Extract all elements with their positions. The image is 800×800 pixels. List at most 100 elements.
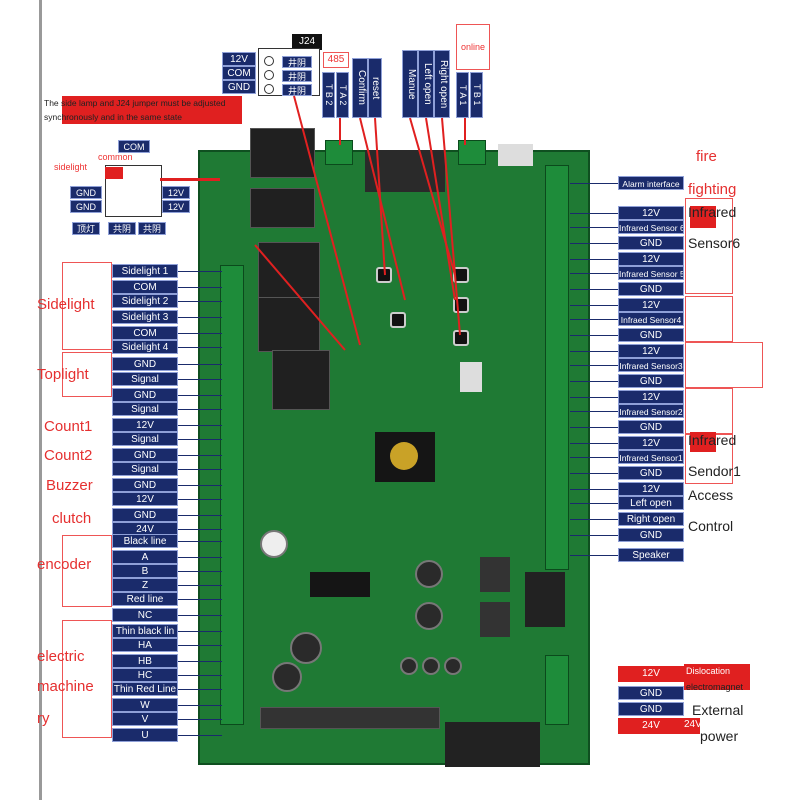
right-open-button <box>453 330 469 346</box>
left-pin-label: Thin black lin <box>112 624 178 638</box>
right-leader <box>570 273 618 274</box>
jb-gnd1: GND <box>70 186 102 199</box>
group-count1: Count1 <box>44 418 93 435</box>
jb-12vb: 12V <box>162 200 190 213</box>
v24b-red <box>684 718 700 734</box>
power-power: power <box>700 728 739 744</box>
terminal-online <box>458 140 486 165</box>
right-pin-label: 12V <box>618 482 684 496</box>
left-leader <box>178 499 222 500</box>
jb-com-top: COM <box>118 140 150 153</box>
group-toplight: Toplight <box>37 366 89 383</box>
tag-left-open: Left open <box>418 50 434 118</box>
ic-chip <box>525 572 565 627</box>
jb-cn2: 共阴 <box>138 222 166 235</box>
left-pin-label: W <box>112 698 178 712</box>
left-pin-label: Black line <box>112 534 178 548</box>
right-leader <box>570 381 618 382</box>
right-pin-label: Infrared Sensor1 <box>618 450 684 464</box>
left-leader <box>178 301 222 302</box>
jb-wire <box>160 178 220 181</box>
left-leader <box>178 317 222 318</box>
confirm-button <box>390 312 406 328</box>
right-pin-label: Right open <box>618 512 684 526</box>
left-pin-label: GND <box>112 478 178 492</box>
left-pin-label: 12V <box>112 418 178 432</box>
left-leader <box>178 631 222 632</box>
right-leader <box>570 183 618 184</box>
left-leader <box>178 469 222 470</box>
right-leader <box>570 319 618 320</box>
j24-gnd: GND <box>222 80 256 94</box>
left-pin-label: NC <box>112 608 178 622</box>
jb-toplight: 顶灯 <box>72 222 100 235</box>
capacitor <box>400 657 418 675</box>
power-electromagnet: electromagnet <box>686 682 744 692</box>
right-pin-label: GND <box>618 328 684 342</box>
group-box-encoder <box>62 535 112 607</box>
group-count2: Count2 <box>44 447 93 464</box>
right-pin-label: GND <box>618 466 684 480</box>
group-buzzer: Buzzer <box>46 477 93 494</box>
jb-cn1: 共阴 <box>108 222 136 235</box>
right-terminal-strip <box>545 165 569 570</box>
group-box-sidelight <box>62 262 112 350</box>
dislocation-red <box>684 664 750 690</box>
left-leader <box>178 379 222 380</box>
left-leader <box>178 571 222 572</box>
group-machine: machine <box>37 678 94 695</box>
tag-manue: Manue <box>402 50 418 118</box>
left-pin-label: HB <box>112 654 178 668</box>
group-infrared6: Infrared <box>688 204 737 220</box>
right-leader <box>570 473 618 474</box>
j24-pin <box>264 56 274 66</box>
right-pin-label: Left open <box>618 496 684 510</box>
left-leader <box>178 409 222 410</box>
jb-common: common <box>98 152 133 162</box>
left-leader <box>178 515 222 516</box>
power-24v-b: 24V <box>684 719 702 730</box>
jb-red-bar <box>105 167 123 179</box>
right-leader <box>570 259 618 260</box>
left-leader <box>178 455 222 456</box>
capacitor <box>290 632 322 664</box>
left-pin-label: A <box>112 550 178 564</box>
right-leader <box>570 411 618 412</box>
left-pin-label: Sidelight 2 <box>112 294 178 308</box>
group-box-motor <box>62 620 112 738</box>
left-pin-label: Sidelight 3 <box>112 310 178 324</box>
group-encoder: encoder <box>37 556 92 573</box>
capacitor <box>415 560 443 588</box>
right-leader <box>570 397 618 398</box>
right-leader <box>570 305 618 306</box>
left-pin-label: B <box>112 564 178 578</box>
relay <box>250 188 315 228</box>
group-electric: electric <box>37 648 85 665</box>
left-leader <box>178 705 222 706</box>
group-box-sensor6 <box>685 198 733 294</box>
right-pin-label: GND <box>618 528 684 542</box>
power-24v: 24V <box>618 718 684 734</box>
power-external: External <box>692 702 744 718</box>
right-leader <box>570 457 618 458</box>
left-terminal-strip <box>220 265 244 725</box>
left-leader <box>178 529 222 530</box>
left-leader <box>178 661 222 662</box>
left-leader <box>178 425 222 426</box>
left-pin-label: U <box>112 728 178 742</box>
right-leader <box>570 519 618 520</box>
jb-sidelight: sidelight <box>54 162 88 172</box>
j24-pin <box>264 84 274 94</box>
left-pin-label: HC <box>112 668 178 682</box>
power-dislocation: Dislocation <box>686 666 731 676</box>
right-pin-label: Infraed Sensor4 <box>618 312 684 326</box>
right-pin-label: Speaker <box>618 548 684 562</box>
right-leader <box>570 335 618 336</box>
capacitor <box>444 657 462 675</box>
j24-com: COM <box>222 66 256 80</box>
group-fighting: fighting <box>688 181 737 198</box>
right-leader <box>570 227 618 228</box>
white-connector <box>498 144 533 166</box>
group-box-toplight <box>62 352 112 397</box>
